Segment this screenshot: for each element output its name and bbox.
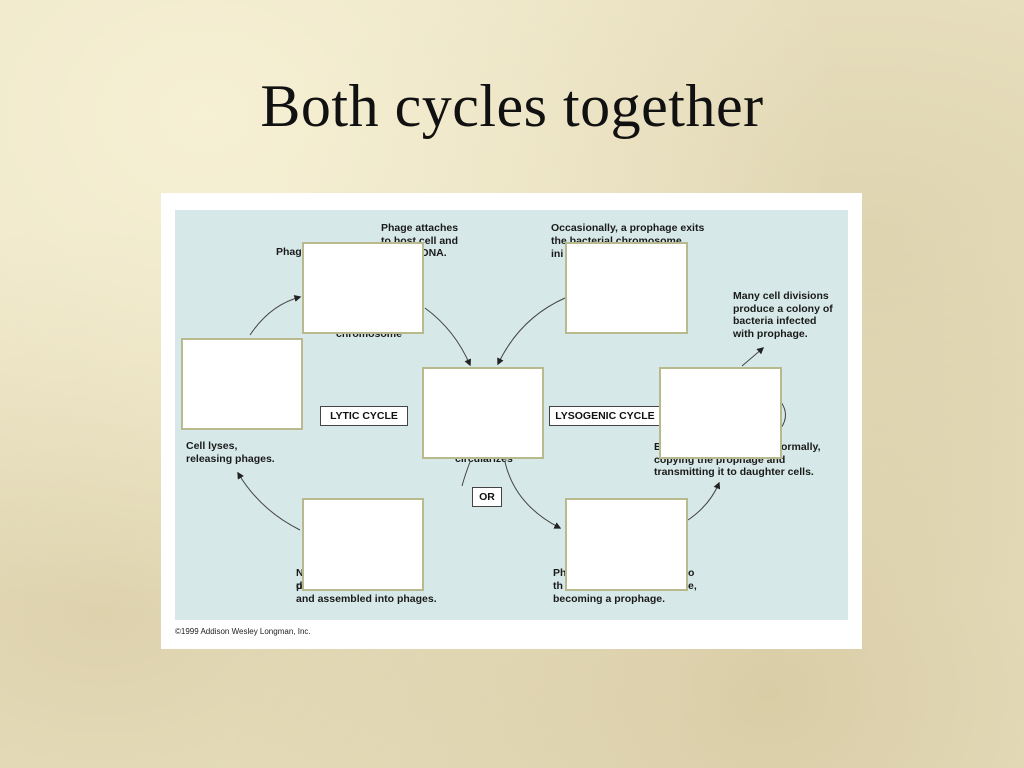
lysogenic-cycle-label: LYSOGENIC CYCLE xyxy=(549,406,661,426)
blank-box-attach[interactable] xyxy=(302,242,424,334)
or-label: OR xyxy=(472,487,502,507)
label-many-cell-divisions: Many cell divisions produce a colony of … xyxy=(733,290,833,340)
arrow-inject-to-center xyxy=(424,307,472,367)
label-assembled-end: d and assembled into phages. xyxy=(296,580,437,605)
blank-box-prophage[interactable] xyxy=(565,498,688,591)
label-prophage-left: Ph th xyxy=(553,567,567,592)
blank-box-lyses[interactable] xyxy=(181,338,303,430)
blank-box-assembly[interactable] xyxy=(302,498,424,591)
lytic-cycle-label: LYTIC CYCLE xyxy=(320,406,408,426)
arrow-center-to-prophage xyxy=(504,461,562,529)
label-normally-fragment: ormally, xyxy=(781,441,821,453)
label-cell-lyses: Cell lyses, releasing phages. xyxy=(186,440,275,465)
arrow-exit-to-center xyxy=(497,297,566,366)
label-prophage-right: o e, xyxy=(688,567,697,592)
slide-title: Both cycles together xyxy=(260,73,764,139)
label-assembled-left: N p xyxy=(296,567,304,592)
copyright-notice: ©1999 Addison Wesley Longman, Inc. xyxy=(175,627,311,636)
label-phage-fragment: Phag xyxy=(276,246,302,258)
label-becoming-prophage: becoming a prophage. xyxy=(553,593,666,605)
arrow-cycle-right-loop xyxy=(780,401,786,429)
label-ini-fragment: ini xyxy=(551,248,564,260)
arrow-prophage-to-divide xyxy=(687,481,721,521)
blank-box-exit[interactable] xyxy=(565,242,688,334)
arrow-divisions xyxy=(741,347,765,367)
arrow-center-to-or xyxy=(461,461,471,487)
blank-box-center[interactable] xyxy=(422,367,544,459)
blank-box-divide[interactable] xyxy=(659,367,782,459)
arrow-assembly-to-lyses xyxy=(237,471,301,531)
arrow-lyses-to-attach xyxy=(249,295,302,336)
label-dna-fragment: DNA. xyxy=(421,247,447,259)
